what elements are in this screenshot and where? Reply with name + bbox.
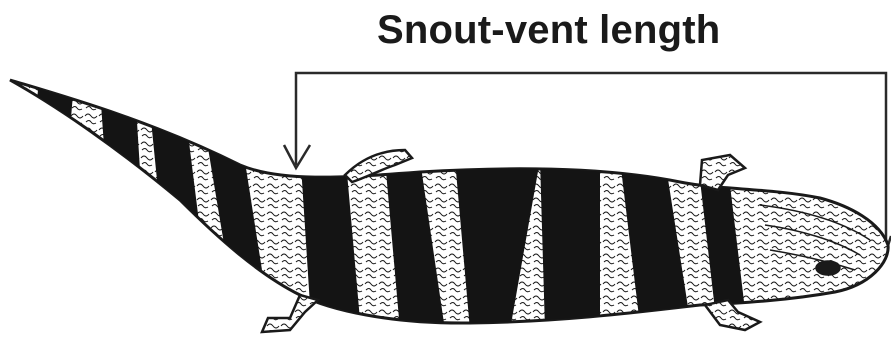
fore-leg-upper bbox=[700, 155, 745, 190]
hind-leg-lower bbox=[262, 295, 318, 332]
eye-icon bbox=[816, 261, 840, 275]
lizard-body bbox=[10, 70, 888, 332]
fore-leg-lower bbox=[705, 300, 760, 330]
